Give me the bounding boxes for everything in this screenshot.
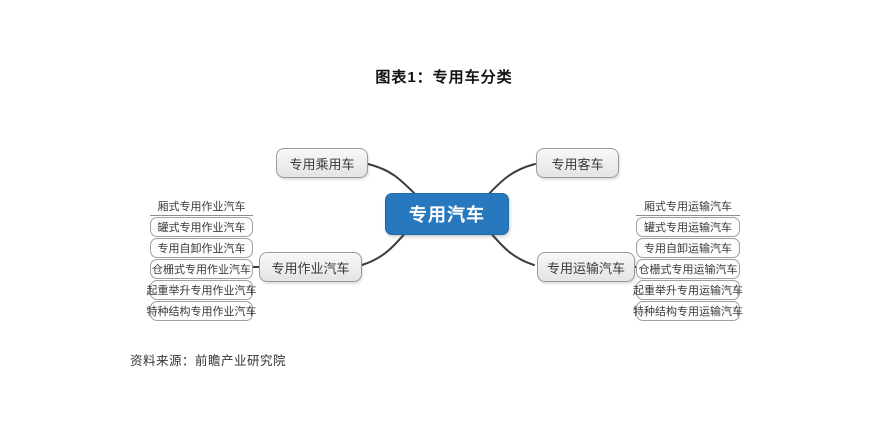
edge-root-transport bbox=[488, 230, 535, 266]
node-passenger-car: 专用乘用车 bbox=[276, 148, 368, 178]
node-root: 专用汽车 bbox=[385, 193, 509, 235]
leaf-work-stake: 仓栅式专用作业汽车 bbox=[150, 259, 253, 279]
edge-root-passenger bbox=[367, 163, 419, 198]
edge-root-bus bbox=[485, 163, 536, 198]
leaf-work-tank: 罐式专用作业汽车 bbox=[150, 217, 253, 237]
leaf-transport-tank: 罐式专用运输汽车 bbox=[636, 217, 740, 237]
node-work-vehicle: 专用作业汽车 bbox=[259, 252, 362, 282]
leaf-work-dump: 专用自卸作业汽车 bbox=[150, 238, 253, 258]
leaf-work-lifting: 起重举升专用作业汽车 bbox=[147, 280, 257, 300]
leaf-work-special-structure: 特种结构专用作业汽车 bbox=[147, 301, 257, 321]
node-bus: 专用客车 bbox=[536, 148, 619, 178]
data-source-note: 资料来源：前瞻产业研究院 bbox=[130, 354, 287, 368]
node-transport-vehicle: 专用运输汽车 bbox=[537, 252, 635, 282]
leaf-transport-van: 厢式专用运输汽车 bbox=[636, 196, 740, 216]
leaf-transport-lifting: 起重举升专用运输汽车 bbox=[633, 280, 743, 300]
leaf-transport-dump: 专用自卸运输汽车 bbox=[636, 238, 740, 258]
leaf-transport-special-structure: 特种结构专用运输汽车 bbox=[633, 301, 743, 321]
leaf-work-van: 厢式专用作业汽车 bbox=[150, 196, 253, 216]
leaf-transport-stake: 仓栅式专用运输汽车 bbox=[636, 259, 740, 279]
figure-title: 图表1：专用车分类 bbox=[375, 69, 513, 86]
edge-root-work bbox=[361, 230, 408, 266]
